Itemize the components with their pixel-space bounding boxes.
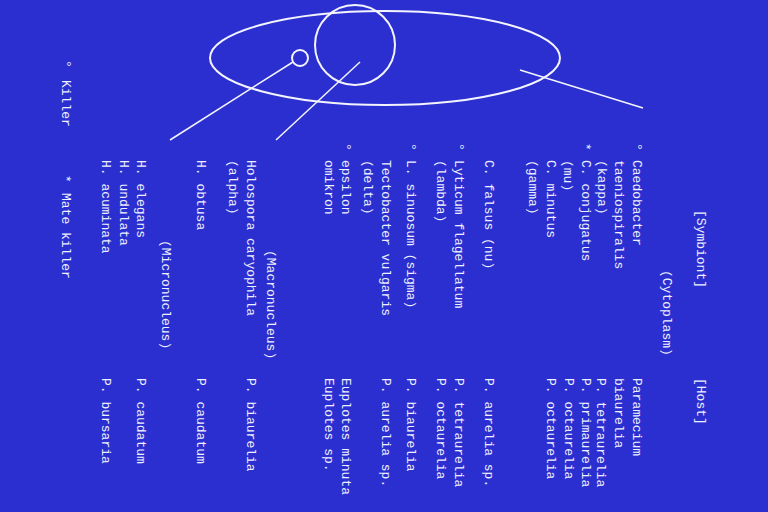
table-cell: Euplotes minuta	[337, 378, 355, 495]
table-cell: Tectobacter vulgaris (delta)	[359, 160, 394, 324]
table-cell: epsilon	[337, 160, 355, 215]
table-cell: (Macronucleus)	[262, 250, 280, 359]
leader-line	[276, 62, 360, 140]
marker-symbol: °	[57, 60, 75, 68]
marker-symbol: *	[577, 143, 595, 151]
table-cell: H. acuminata	[97, 160, 115, 254]
table-cell: P. aurelia sp.	[480, 378, 498, 487]
table-cell: P. biaurelia	[242, 378, 260, 472]
table-cell: [Host]	[692, 378, 710, 425]
table-cell: P. octaurelia	[432, 378, 450, 479]
leader-line	[170, 62, 293, 140]
cell-outline	[210, 11, 560, 105]
table-cell: P. aurelia sp.	[377, 378, 395, 487]
table-cell: C. minutus (gamma)	[524, 160, 559, 246]
leader-line	[520, 70, 643, 108]
table-cell: P. primaurelia	[577, 378, 595, 487]
marker-symbol: °	[402, 143, 420, 151]
table-cell: C. falsus (nu)	[480, 160, 498, 269]
marker-symbol: °	[337, 143, 355, 151]
table-cell: H. elegans	[132, 160, 150, 238]
marker-symbol: *	[57, 175, 75, 183]
table-cell: Caedobacter taeniospiralis (kappa)	[593, 160, 646, 277]
table-cell: C. conjugatus (mu)	[559, 160, 594, 269]
table-cell: L. sinuosum (sigma)	[402, 160, 420, 308]
table-cell: P. tetraurelia	[592, 378, 610, 487]
marker-symbol: °	[450, 143, 468, 151]
table-cell: Holospora caryophila (alpha)	[224, 160, 259, 324]
macronucleus	[315, 5, 395, 85]
table-cell: (Micronucleus)	[157, 240, 175, 349]
table-cell: P. tetraurelia	[450, 378, 468, 487]
table-cell: Euplotes sp.	[320, 378, 338, 472]
table-cell: H. obtusa	[192, 160, 210, 230]
table-cell: omikron	[320, 160, 338, 215]
table-cell: Killer	[57, 80, 75, 127]
table-cell: P. caudatum	[132, 378, 150, 464]
table-cell: P. caudatum	[192, 378, 210, 464]
marker-symbol: °	[628, 143, 646, 151]
table-cell: H. undulata	[115, 160, 133, 246]
table-cell: P. octaurelia	[542, 378, 560, 479]
micronucleus	[292, 50, 308, 66]
table-cell: Lyticum flagellatum (lambda)	[432, 160, 467, 316]
table-cell: P. bursaria	[97, 378, 115, 464]
table-cell: Paramecium biaurelia	[610, 378, 645, 464]
table-cell: (Cytoplasm)	[658, 270, 676, 356]
table-cell: Mate killer	[57, 193, 75, 279]
table-cell: [Symbiont]	[692, 210, 710, 288]
table-cell: P. octaurelia	[560, 378, 578, 479]
table-cell: P. biaurelia	[402, 378, 420, 472]
